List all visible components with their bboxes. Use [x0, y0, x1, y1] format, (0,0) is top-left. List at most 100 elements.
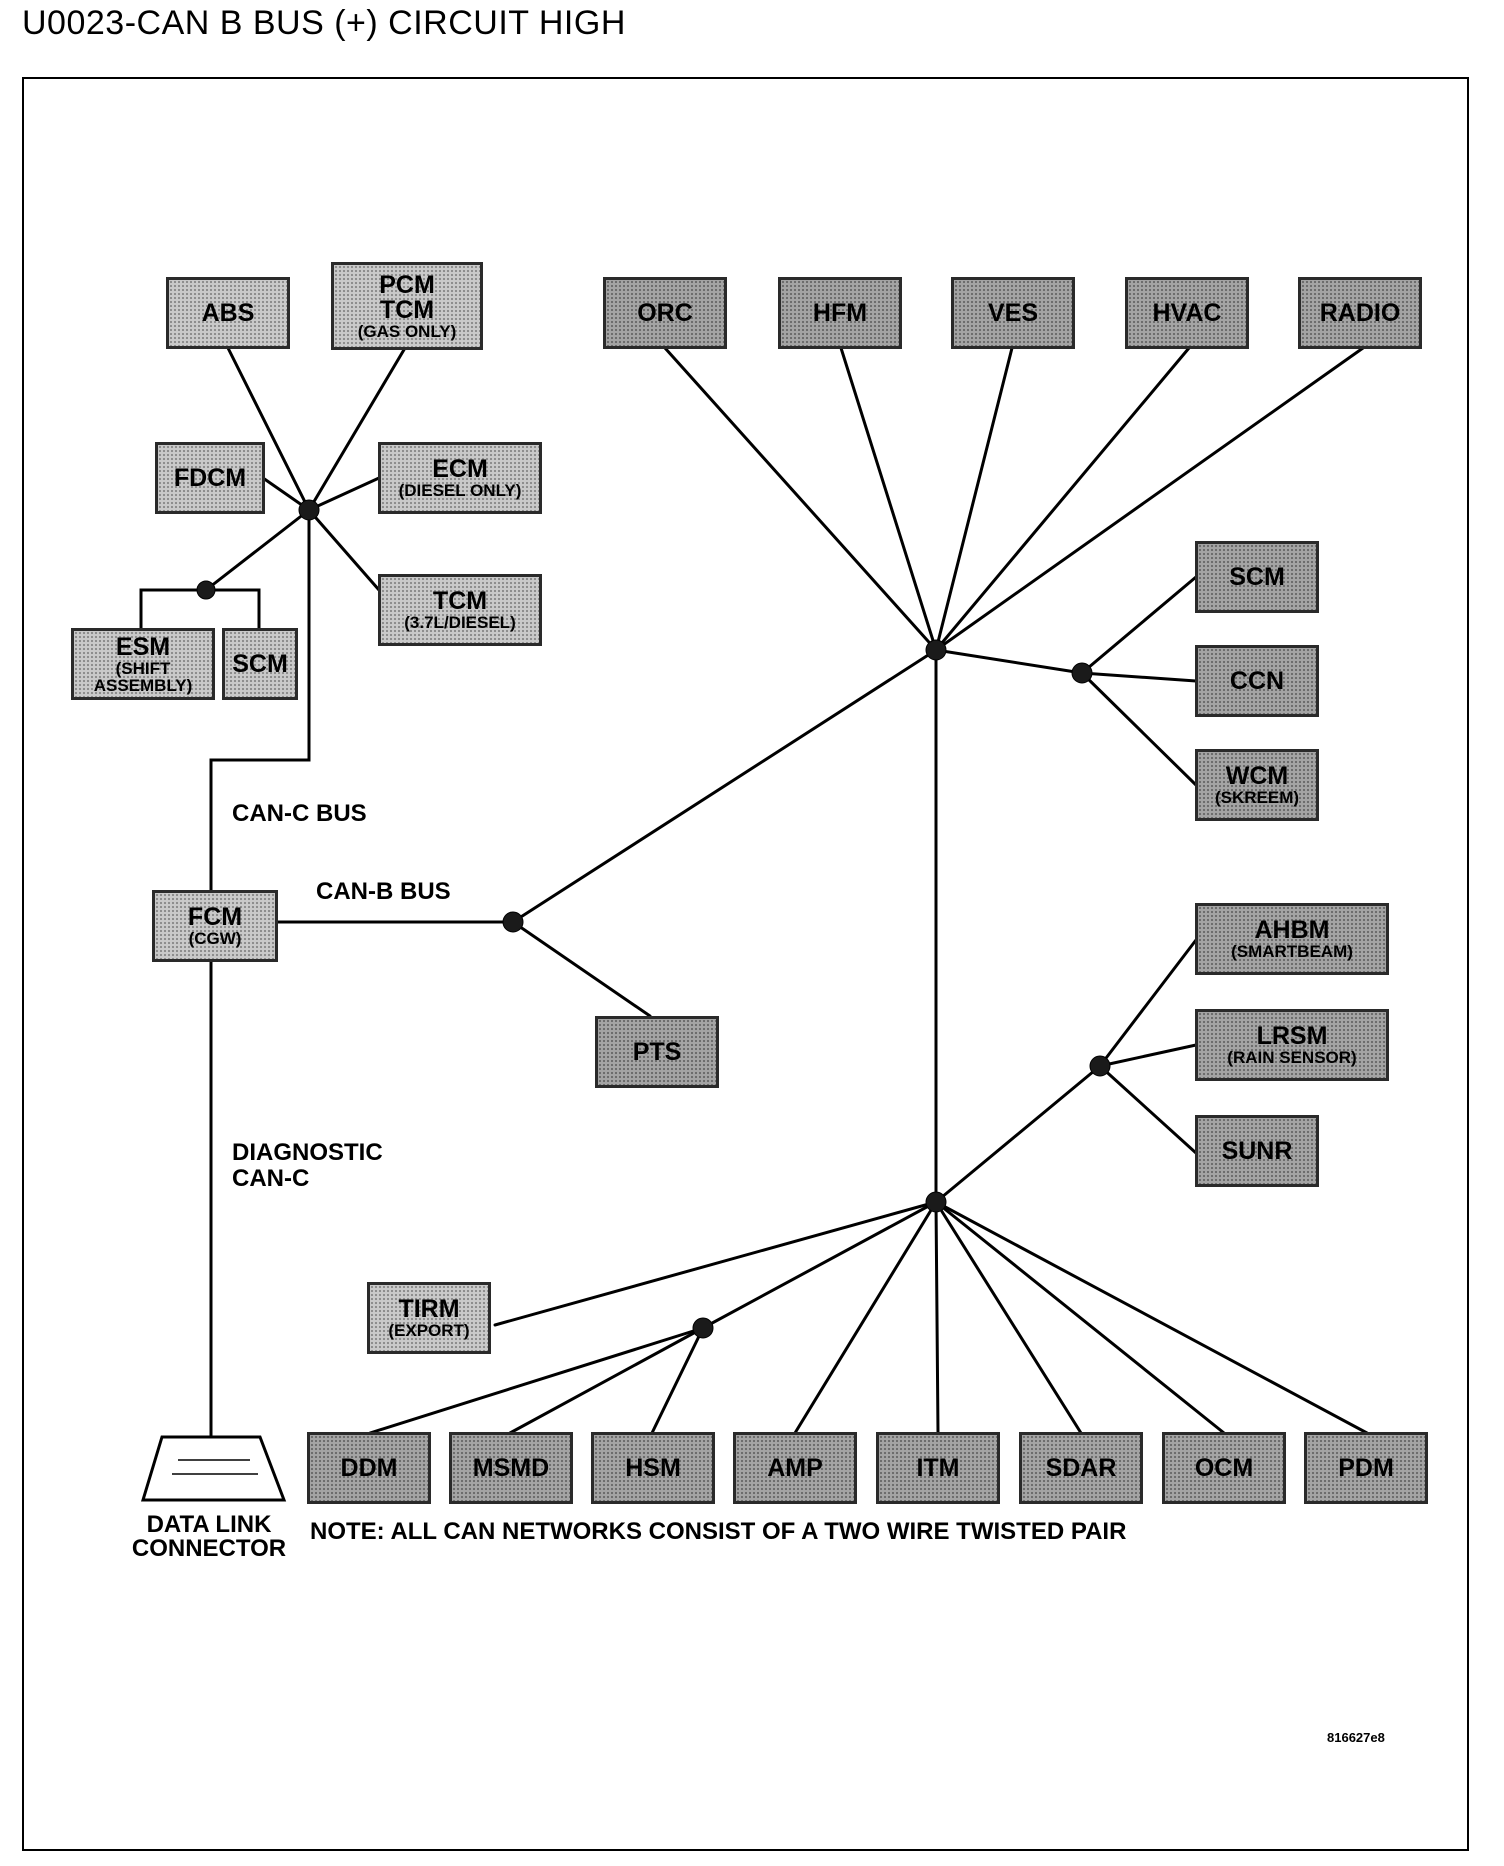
- module-scm-right: SCM: [1195, 541, 1319, 613]
- wire-tcm: [307, 508, 381, 592]
- module-esm-sublabel-2: ASSEMBLY): [93, 675, 193, 695]
- wire-itm: [934, 1200, 940, 1435]
- wire-ecm: [307, 476, 381, 512]
- module-tcm-sublabel: (3.7L/DIESEL): [404, 613, 516, 632]
- diagnostic-label-line-2: CAN-C: [232, 1165, 310, 1193]
- module-ahbm: AHBM (SMARTBEAM): [1195, 903, 1389, 975]
- wire-sunr: [1098, 1064, 1198, 1155]
- module-ves: VES: [951, 277, 1075, 349]
- splice-can-c: [298, 499, 320, 521]
- module-ecm-sublabel: (DIESEL ONLY): [398, 481, 522, 500]
- wire-amp: [793, 1200, 938, 1435]
- wire-esm-splice: [204, 508, 311, 592]
- module-hvac-label: HVAC: [1152, 298, 1222, 327]
- wire-b-upper: [511, 648, 938, 924]
- wire-sdar: [934, 1200, 1083, 1435]
- module-sdar: SDAR: [1019, 1432, 1143, 1504]
- figure-id: 816627e8: [1327, 1730, 1385, 1745]
- module-esm-label: ESM: [115, 632, 171, 661]
- module-ahbm-sublabel: (SMARTBEAM): [1231, 942, 1353, 961]
- module-msmd: MSMD: [449, 1432, 573, 1504]
- wire-radio: [934, 346, 1365, 652]
- module-pdm: PDM: [1304, 1432, 1428, 1504]
- wire-ocm: [934, 1200, 1226, 1435]
- module-orc-label: ORC: [637, 298, 693, 327]
- wire-hvac: [934, 346, 1191, 652]
- module-ecm: ECM (DIESEL ONLY): [378, 442, 542, 514]
- module-fcm: FCM (CGW): [152, 890, 278, 962]
- module-esm-sublabel: (SHIFT: [115, 658, 171, 678]
- module-hsm: HSM: [591, 1432, 715, 1504]
- module-lrsm-sublabel: (RAIN SENSOR): [1227, 1048, 1357, 1067]
- module-pts-label: PTS: [632, 1037, 682, 1066]
- splice-lower-left: [692, 1317, 714, 1339]
- module-tcm: TCM (3.7L/DIESEL): [378, 574, 542, 646]
- splice-right-lower: [1089, 1055, 1111, 1077]
- module-fdcm: FDCM: [155, 442, 265, 514]
- diagnostic-label-line-1: DIAGNOSTIC: [232, 1139, 383, 1166]
- module-scm-left-label: SCM: [232, 649, 288, 678]
- wire-ves: [934, 346, 1014, 652]
- page-title: U0023-CAN B BUS (+) CIRCUIT HIGH: [22, 4, 626, 42]
- wire-hfm: [839, 346, 938, 652]
- module-esm: ESM (SHIFT ASSEMBLY): [71, 628, 215, 700]
- module-hvac: HVAC: [1125, 277, 1249, 349]
- module-hsm-label: HSM: [625, 1453, 681, 1482]
- wire-ddm: [368, 1326, 705, 1435]
- module-pcm-label-2: TCM: [379, 295, 435, 324]
- module-pcm-label: PCM: [379, 270, 435, 299]
- module-amp: AMP: [733, 1432, 857, 1504]
- module-orc: ORC: [603, 277, 727, 349]
- module-wcm-label: WCM: [1225, 762, 1289, 790]
- module-abs-label: ABS: [201, 298, 255, 327]
- module-radio-label: RADIO: [1319, 298, 1401, 327]
- module-scm-left: SCM: [222, 628, 298, 700]
- module-sdar-label: SDAR: [1045, 1453, 1117, 1482]
- wire-lower-splice: [701, 1200, 938, 1330]
- wire-hsm: [650, 1326, 705, 1435]
- wire-wcm: [1080, 671, 1198, 787]
- module-pts: PTS: [595, 1016, 719, 1088]
- module-ddm: DDM: [307, 1432, 431, 1504]
- module-lrsm-label: LRSM: [1256, 1022, 1328, 1050]
- diagnostic-label: DIAGNOSTIC CAN-C: [232, 1139, 383, 1193]
- module-ocm: OCM: [1162, 1432, 1286, 1504]
- module-abs: ABS: [166, 277, 290, 349]
- wire-orc: [663, 346, 938, 652]
- diagram-frame: [22, 77, 1469, 1851]
- network-note: NOTE: ALL CAN NETWORKS CONSIST OF A TWO …: [310, 1518, 1127, 1545]
- wire-abs: [226, 346, 311, 512]
- module-hfm-label: HFM: [812, 298, 868, 327]
- module-pcm-sublabel: (GAS ONLY): [357, 321, 457, 341]
- module-fdcm-label: FDCM: [173, 463, 247, 492]
- splice-lower-hub: [925, 1191, 947, 1213]
- can-b-bus-label: CAN-B BUS: [316, 878, 451, 905]
- can-c-bus-label: CAN-C BUS: [232, 800, 367, 827]
- wire-pts: [511, 920, 652, 1018]
- module-pdm-label: PDM: [1338, 1453, 1394, 1482]
- module-scm-right-label: SCM: [1229, 562, 1285, 591]
- module-ccn: CCN: [1195, 645, 1319, 717]
- module-tirm: TIRM (EXPORT): [367, 1282, 491, 1354]
- module-ddm-label: DDM: [340, 1453, 398, 1482]
- dlc-label-line-2: CONNECTOR: [131, 1535, 287, 1562]
- splice-right-upper: [1071, 662, 1093, 684]
- wire-tirm: [493, 1200, 938, 1327]
- module-tcm-label: TCM: [432, 587, 488, 615]
- module-ecm-label: ECM: [432, 455, 488, 483]
- module-pcm-tcm: PCM TCM (GAS ONLY): [331, 262, 483, 350]
- module-sunr: SUNR: [1195, 1115, 1319, 1187]
- module-lrsm: LRSM (RAIN SENSOR): [1195, 1009, 1389, 1081]
- wire-right-splice-1: [934, 648, 1084, 675]
- wire-ccn: [1080, 671, 1198, 683]
- wire-msmd: [508, 1326, 705, 1435]
- module-wcm-sublabel: (SKREEM): [1214, 788, 1300, 807]
- wire-lrsm: [1098, 1043, 1198, 1068]
- module-wcm: WCM (SKREEM): [1195, 749, 1319, 821]
- module-itm: ITM: [876, 1432, 1000, 1504]
- module-sunr-label: SUNR: [1221, 1136, 1293, 1165]
- module-tirm-label: TIRM: [398, 1295, 460, 1323]
- splice-upper-hub: [925, 639, 947, 661]
- dlc-label-line-1: DATA LINK: [146, 1511, 272, 1538]
